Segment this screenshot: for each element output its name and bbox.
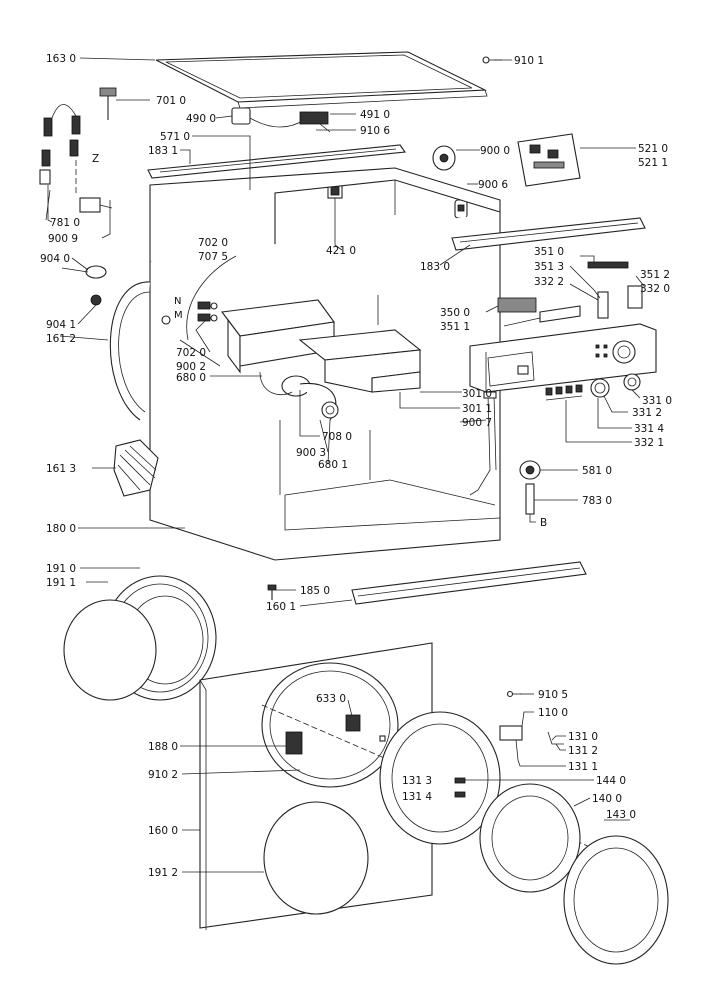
label-1314: 131 4 (402, 791, 432, 803)
kickplate-1601-part (351, 561, 587, 605)
label-1400: 140 0 (592, 793, 622, 805)
filter-1613-part (113, 439, 159, 497)
label-1312: 131 2 (568, 745, 598, 757)
front-panel-1600-part (199, 642, 621, 930)
label-6801: 680 1 (318, 459, 348, 471)
label-1831: 183 1 (148, 145, 178, 157)
label-9009: 900 9 (48, 233, 78, 245)
label-9040: 904 0 (40, 253, 70, 265)
label-1311: 131 1 (568, 761, 598, 773)
detergent-drawer-part (298, 329, 422, 393)
label-1601: 160 1 (266, 601, 296, 613)
label-3010: 301 0 (462, 388, 492, 400)
control-panel-part (469, 261, 657, 393)
label-9105: 910 5 (538, 689, 568, 701)
label-1613: 161 3 (46, 463, 76, 475)
label-3512: 351 2 (640, 269, 670, 281)
svg-text:N: N (174, 296, 181, 307)
label-7020b: 702 0 (176, 347, 206, 359)
label-1830: 183 0 (420, 261, 450, 273)
label-1630: 163 0 (46, 53, 76, 65)
door-lock-wiring-part (231, 107, 331, 133)
control-board-part (517, 133, 581, 187)
part-9006-drawing (454, 199, 468, 219)
label-9006: 900 6 (478, 179, 508, 191)
label-3310: 331 0 (642, 395, 672, 407)
dispenser-housing-part (220, 299, 335, 397)
label-1912: 191 2 (148, 867, 178, 879)
label-7020a: 702 0 (198, 237, 228, 249)
label-9106: 910 6 (360, 125, 390, 137)
label-1910: 191 0 (46, 563, 76, 575)
label-6330: 633 0 (316, 693, 346, 705)
label-4210: 421 0 (326, 245, 356, 257)
top-rail-1831-part (147, 144, 406, 179)
label-9102: 910 2 (148, 769, 178, 781)
label-9000: 900 0 (480, 145, 510, 157)
label-1430: 143 0 (606, 809, 636, 821)
label-3321: 332 1 (634, 437, 664, 449)
label-5211: 521 1 (638, 157, 668, 169)
label-1100: 110 0 (538, 707, 568, 719)
door-ring-1430-part (563, 835, 669, 965)
label-5210: 521 0 (638, 143, 668, 155)
label-3513: 351 3 (534, 261, 564, 273)
label-1880: 188 0 (148, 741, 178, 753)
hinge-1100-part (499, 690, 564, 761)
label-7075: 707 5 (198, 251, 228, 263)
door-glass-1400-part (479, 783, 581, 893)
label-9002: 900 2 (176, 361, 206, 373)
springs-part (39, 104, 113, 221)
label-1911: 191 1 (46, 577, 76, 589)
svg-text:M: M (174, 310, 183, 321)
label-3322: 332 2 (534, 276, 564, 288)
label-1600: 160 0 (148, 825, 178, 837)
bracket-7010-part (99, 87, 117, 120)
top-cover-part (155, 51, 488, 109)
label-1313: 131 3 (402, 775, 432, 787)
label-4910: 491 0 (360, 109, 390, 121)
label-z: Z (92, 153, 99, 165)
label-3314: 331 4 (634, 423, 664, 435)
label-5710: 571 0 (160, 131, 190, 143)
label-3511: 351 1 (440, 321, 470, 333)
leader-lines (47, 57, 645, 873)
label-3500: 350 0 (440, 307, 470, 319)
label-1800: 180 0 (46, 523, 76, 535)
screw-1850-part (267, 584, 277, 600)
cabinet-part (149, 167, 501, 561)
hose-1612-part (109, 281, 151, 421)
label-5810: 581 0 (582, 465, 612, 477)
knobs-331-part (545, 373, 641, 401)
label-3320: 332 0 (640, 283, 670, 295)
label-3510: 351 0 (534, 246, 564, 258)
label-3011: 301 1 (462, 403, 492, 415)
door-seal-1910-part (63, 575, 217, 701)
part-9000-drawing (432, 145, 456, 171)
front-rail-1830-part (451, 217, 646, 251)
sump-hose-part (299, 382, 339, 421)
label-b: B (540, 517, 547, 529)
label-7010: 701 0 (156, 95, 186, 107)
label-1440: 144 0 (596, 775, 626, 787)
part-5810-drawing (519, 460, 541, 515)
label-7830: 783 0 (582, 495, 612, 507)
label-1612: 161 2 (46, 333, 76, 345)
label-7810: 781 0 (50, 217, 80, 229)
label-4900: 490 0 (186, 113, 216, 125)
label-7080: 708 0 (322, 431, 352, 443)
label-1310: 131 0 (568, 731, 598, 743)
part-labels: 163 0 910 1 701 0 490 0 491 0 571 0 910 … (40, 53, 672, 879)
label-6800: 680 0 (176, 372, 206, 384)
label-1850: 185 0 (300, 585, 330, 597)
door-ring-1440-part (379, 711, 501, 845)
label-9041: 904 1 (46, 319, 76, 331)
label-3312: 331 2 (632, 407, 662, 419)
part-9040-drawing (61, 265, 107, 306)
label-9003: 900 3 (296, 447, 326, 459)
label-9101: 910 1 (514, 55, 544, 67)
valve-part: N M (161, 296, 218, 325)
label-9007: 900 7 (462, 417, 492, 429)
